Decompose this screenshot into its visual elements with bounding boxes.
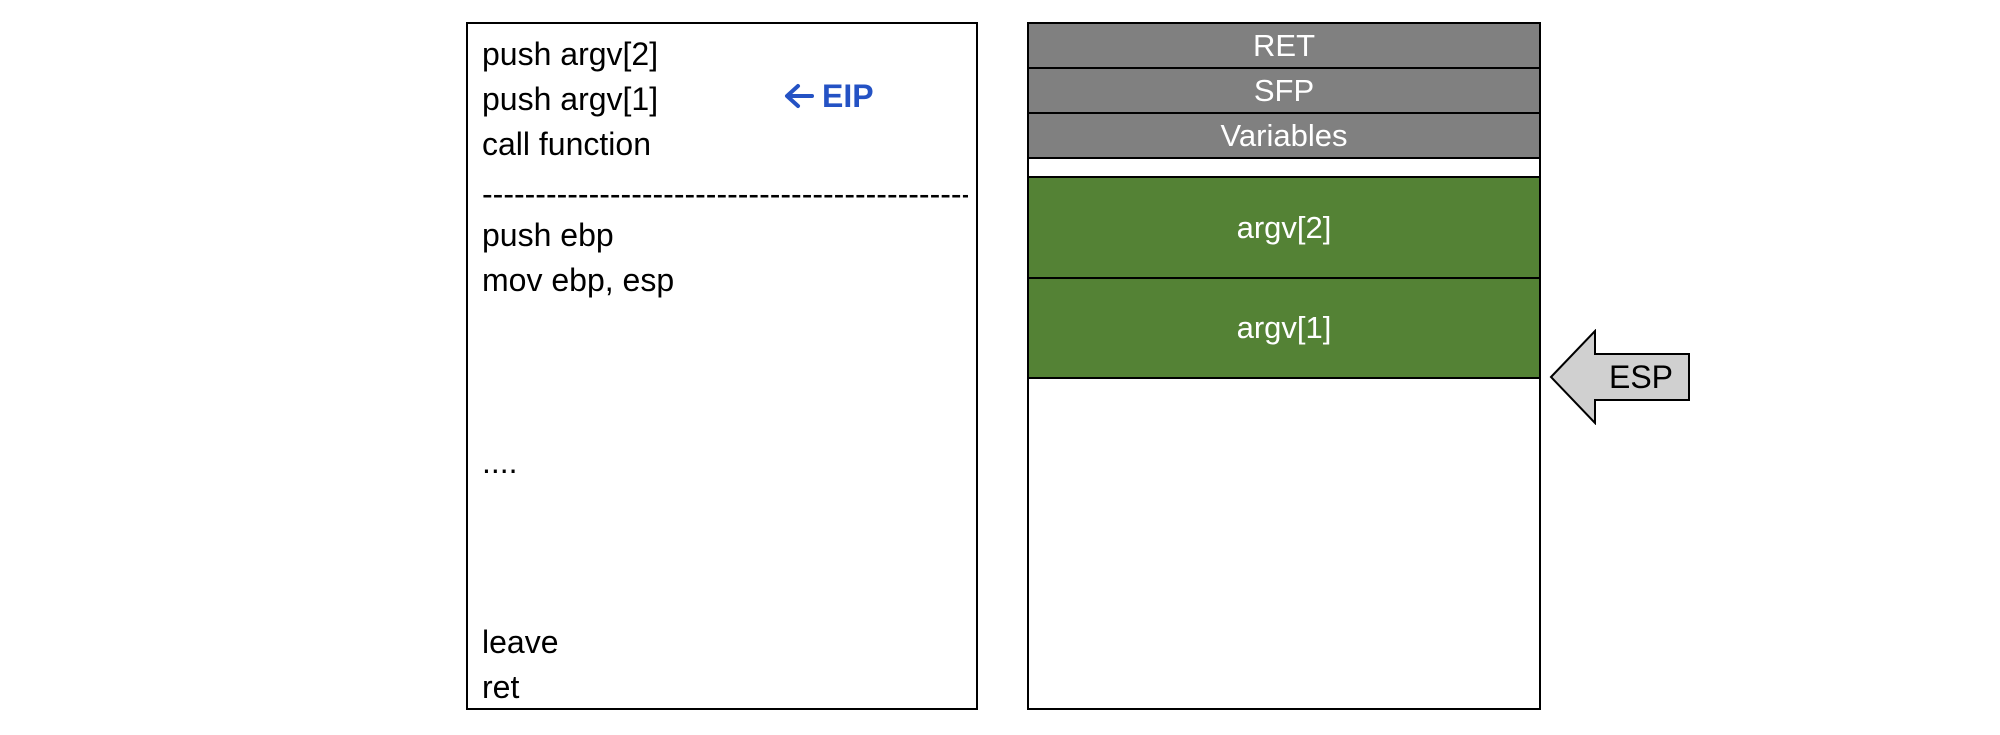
- code-line-ret: ret: [482, 669, 520, 705]
- stack-panel: RET SFP Variables argv[2] argv[1]: [1027, 22, 1541, 710]
- stack-cell-argv2: argv[2]: [1029, 178, 1539, 279]
- left-arrow-icon: [784, 83, 814, 109]
- code-line-mov-ebp-esp: mov ebp, esp: [482, 262, 675, 298]
- eip-label: EIP: [822, 77, 874, 114]
- stack-cell-ret: RET: [1029, 24, 1539, 69]
- code-ellipsis: ....: [482, 444, 518, 480]
- code-line-push-argv1: push argv[1]: [482, 81, 659, 117]
- code-separator: ----------------------------------------…: [482, 176, 968, 212]
- esp-label: ESP: [1608, 359, 1674, 395]
- stack-cell-sfp: SFP: [1029, 69, 1539, 114]
- code-line-call-function: call function: [482, 126, 651, 162]
- code-line-leave: leave: [482, 624, 559, 660]
- code-line-push-argv2: push argv[2]: [482, 36, 659, 72]
- stack-cell-argv1: argv[1]: [1029, 279, 1539, 379]
- eip-marker: EIP: [784, 76, 874, 116]
- esp-arrow-icon: [1549, 329, 1690, 425]
- code-line-push-ebp: push ebp: [482, 217, 614, 253]
- code-panel: push argv[2] push argv[1] call function …: [466, 22, 978, 710]
- stack-gap-border: [1029, 176, 1539, 178]
- stack-cell-variables: Variables: [1029, 114, 1539, 159]
